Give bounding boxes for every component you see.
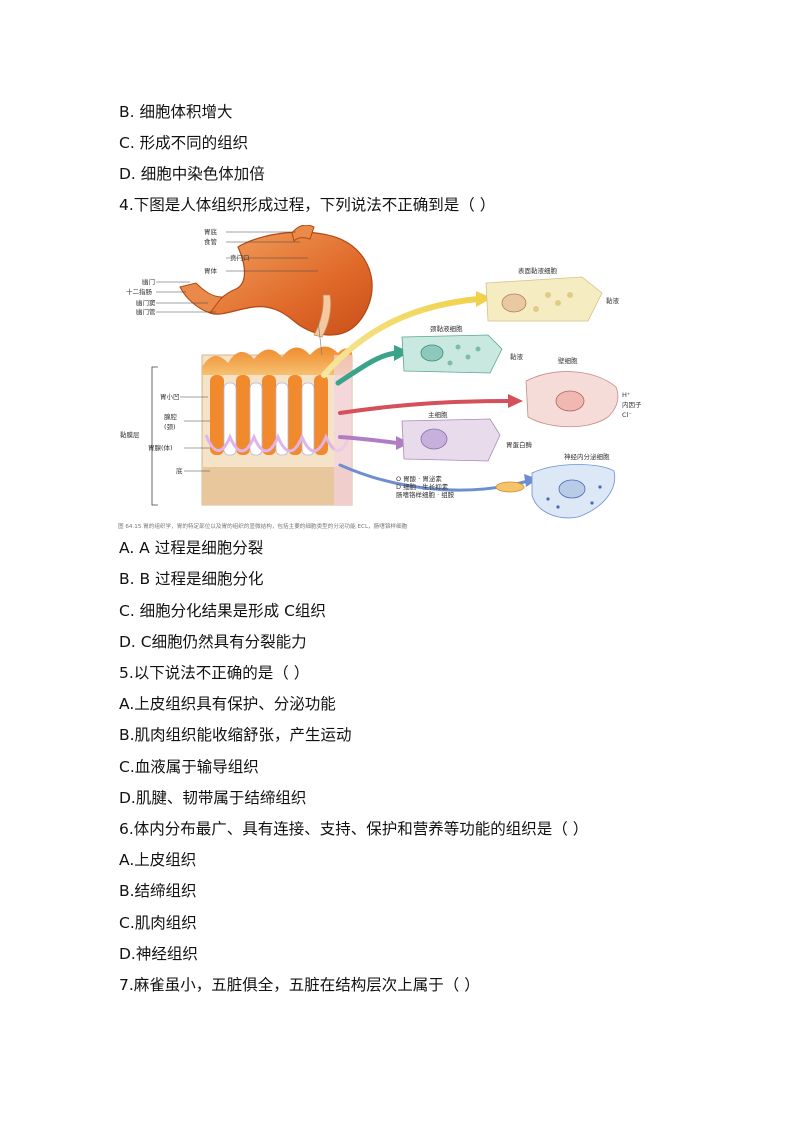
label-pyloric-antrum: 幽门窦 (136, 298, 156, 307)
label-g-cell: O 胃酸 · 胃泌素 (396, 474, 442, 483)
label-mucous-neck-cell: 颈黏液细胞 (430, 324, 463, 333)
chief-cell (401, 418, 501, 462)
label-pyloric-canal: 幽门管 (136, 307, 156, 316)
q4-stem: 4.下图是人体组织形成过程，下列说法不正确到是（ ） (119, 196, 496, 214)
q4-option-b: B. B 过程是细胞分化 (119, 570, 264, 588)
q5-option-b: B.肌肉组织能收缩舒张，产生运动 (119, 726, 352, 744)
label-pylorus: 幽门 (142, 277, 155, 286)
tissue-formation-figure: 胃底 食管 贲门口 胃体 幽门 十二指肠 幽门窦 幽门管 胃小凹 腺腔 (颈) … (118, 224, 646, 532)
q4-option-d: D. C细胞仍然具有分裂能力 (119, 633, 307, 651)
label-body: 胃体 (204, 266, 218, 275)
q4-option-c: C. 细胞分化结果是形成 C组织 (119, 602, 326, 620)
q6-option-a: A.上皮组织 (119, 851, 197, 869)
q6-option-b: B.结缔组织 (119, 882, 197, 900)
label-mucosa: 黏膜层 (120, 430, 140, 439)
label-mucus-2: 黏液 (510, 352, 524, 361)
q5-option-a: A.上皮组织具有保护、分泌功能 (119, 695, 336, 713)
figure-caption: 图 64.15 胃的组织学，胃的特定部位以及胃的组织的显微结构，包括主要的细胞类… (118, 522, 408, 530)
label-ecl-cell: 肠嗜铬样细胞 · 组胺 (396, 490, 455, 499)
label-base: 底 (176, 466, 183, 475)
q6-stem: 6.体内分布最广、具有连接、支持、保护和营养等功能的组织是（ ） (119, 820, 589, 838)
q4-option-a: A. A 过程是细胞分裂 (119, 539, 264, 557)
neuroendocrine-cell (495, 464, 616, 519)
label-h-ion: H⁺ (622, 391, 630, 399)
q3-option-b: B. 细胞体积增大 (119, 103, 233, 121)
mucous-neck-cell (401, 334, 503, 374)
surface-mucous-cell (485, 276, 603, 322)
parietal-cell (525, 371, 619, 428)
stomach-illustration (156, 224, 373, 338)
q3-option-c: C. 形成不同的组织 (119, 134, 249, 152)
label-surface-mucous-cell: 表面黏液细胞 (518, 266, 558, 275)
label-pepsinogen: 胃蛋白酶 (506, 440, 533, 449)
q5-stem: 5.以下说法不正确的是（ ） (119, 664, 310, 682)
label-gland-body: 胃腺(体) (148, 443, 173, 452)
label-chief-cell: 主细胞 (428, 410, 448, 419)
label-gland-lumen: 腺腔 (164, 412, 178, 421)
label-gastric-pit: 胃小凹 (160, 392, 180, 401)
q6-option-d: D.神经组织 (119, 945, 198, 963)
q3-option-d: D. 细胞中染色体加倍 (119, 165, 265, 183)
label-d-cell: D 细胞 · 生长抑素 (396, 482, 449, 491)
label-cardia: 贲门口 (230, 253, 250, 262)
label-intrinsic-factor: 内因子 (622, 400, 642, 409)
label-mucus-1: 黏液 (606, 296, 620, 305)
label-cl-ion: Cl⁻ (622, 411, 632, 419)
label-neuroendocrine-cell: 神经内分泌细胞 (564, 452, 610, 461)
stomach-wall-block (151, 320, 353, 506)
label-fundus: 胃底 (204, 227, 218, 236)
q5-option-c: C.血液属于输导组织 (119, 758, 259, 776)
label-esophagus: 食管 (204, 237, 218, 246)
label-duodenum: 十二指肠 (126, 287, 153, 296)
q6-option-c: C.肌肉组织 (119, 914, 197, 932)
q7-stem: 7.麻雀虽小，五脏俱全，五脏在结构层次上属于（ ） (119, 976, 480, 994)
label-parietal-cell: 壁细胞 (558, 356, 578, 365)
q5-option-d: D.肌腱、韧带属于结缔组织 (119, 789, 307, 807)
label-neck: (颈) (164, 423, 176, 431)
